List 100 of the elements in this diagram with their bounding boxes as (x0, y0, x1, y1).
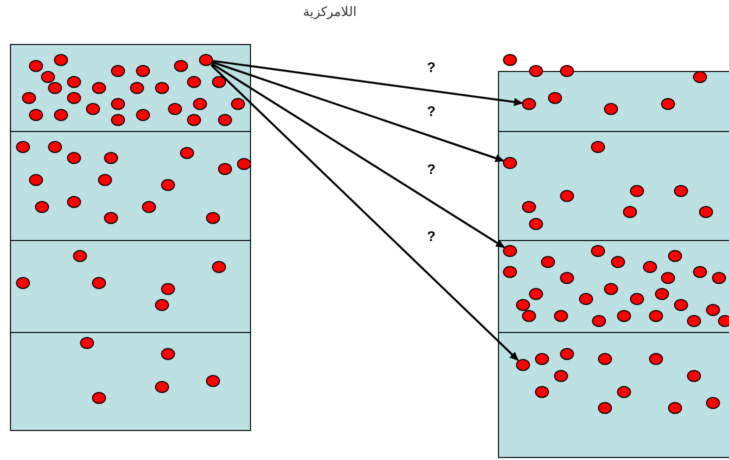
particle-dot (590, 140, 604, 152)
particle-dot (230, 98, 244, 110)
particle-dot (712, 272, 726, 284)
particle-dot (218, 162, 232, 174)
particle-dot (642, 260, 656, 272)
particle-dot (130, 82, 144, 94)
particle-dot (718, 314, 729, 326)
particle-dot (534, 352, 548, 364)
particle-dot (660, 98, 674, 110)
arrow (212, 60, 524, 106)
particle-dot (28, 108, 42, 120)
layer-band (10, 44, 251, 132)
particle-dot (154, 380, 168, 392)
particle-dot (136, 64, 150, 76)
particle-dot (522, 200, 536, 212)
layer-band (10, 240, 251, 333)
particle-dot (160, 178, 174, 190)
particle-dot (630, 184, 644, 196)
particle-dot (610, 256, 624, 268)
particle-dot (560, 348, 574, 360)
particle-dot (686, 370, 700, 382)
particle-dot (92, 276, 106, 288)
particle-dot (548, 92, 562, 104)
particle-dot (529, 65, 543, 77)
particle-dot (28, 174, 42, 186)
particle-dot (692, 266, 706, 278)
particle-dot (706, 304, 720, 316)
particle-dot (110, 114, 124, 126)
diagram-title: اللامركزية (302, 4, 358, 19)
particle-dot (186, 76, 200, 88)
particle-dot (92, 82, 106, 94)
particle-dot (192, 98, 206, 110)
edge-label: ? (425, 161, 438, 177)
particle-dot (560, 65, 574, 77)
layer-band (498, 71, 729, 132)
particle-dot (692, 70, 706, 82)
arrow (211, 62, 505, 248)
particle-dot (528, 288, 542, 300)
particle-dot (212, 260, 226, 272)
layer-band (10, 131, 251, 241)
particle-dot (186, 114, 200, 126)
particle-dot (554, 370, 568, 382)
particle-dot (604, 282, 618, 294)
layer-band (498, 240, 729, 333)
particle-dot (16, 276, 30, 288)
particle-dot (648, 352, 662, 364)
particle-dot (28, 60, 42, 72)
particle-dot (598, 402, 612, 414)
particle-dot (622, 206, 636, 218)
particle-dot (154, 82, 168, 94)
particle-dot (160, 348, 174, 360)
particle-dot (110, 98, 124, 110)
particle-dot (540, 256, 554, 268)
particle-dot (86, 102, 100, 114)
particle-dot (104, 152, 118, 164)
particle-dot (560, 272, 574, 284)
arrow (210, 64, 519, 361)
layer-band (498, 131, 729, 241)
particle-dot (668, 402, 682, 414)
particle-dot (66, 152, 80, 164)
particle-dot (598, 352, 612, 364)
particle-dot (92, 392, 106, 404)
particle-dot (110, 64, 124, 76)
particle-dot (604, 102, 618, 114)
particle-dot (630, 292, 644, 304)
particle-dot (616, 310, 630, 322)
particle-dot (66, 196, 80, 208)
particle-dot (660, 272, 674, 284)
particle-dot (554, 310, 568, 322)
particle-dot (503, 54, 517, 66)
particle-dot (686, 314, 700, 326)
particle-dot (198, 54, 212, 66)
particle-dot (48, 140, 62, 152)
particle-dot (54, 54, 68, 66)
particle-dot (502, 244, 516, 256)
particle-dot (104, 212, 118, 224)
particle-dot (160, 282, 174, 294)
particle-dot (528, 218, 542, 230)
particle-dot (674, 298, 688, 310)
arrow (212, 61, 504, 162)
particle-dot (168, 102, 182, 114)
particle-dot (218, 114, 232, 126)
particle-dot (72, 250, 86, 262)
edge-label: ? (425, 103, 438, 119)
layer-band (498, 332, 729, 458)
particle-dot (560, 190, 574, 202)
particle-dot (516, 358, 530, 370)
particle-dot (698, 206, 712, 218)
particle-dot (502, 266, 516, 278)
particle-dot (534, 386, 548, 398)
particle-dot (16, 140, 30, 152)
particle-dot (98, 174, 112, 186)
particle-dot (34, 200, 48, 212)
particle-dot (206, 374, 220, 386)
particle-dot (654, 288, 668, 300)
edge-label: ? (425, 59, 438, 75)
particle-dot (66, 92, 80, 104)
particle-dot (142, 200, 156, 212)
particle-dot (154, 298, 168, 310)
particle-dot (136, 108, 150, 120)
